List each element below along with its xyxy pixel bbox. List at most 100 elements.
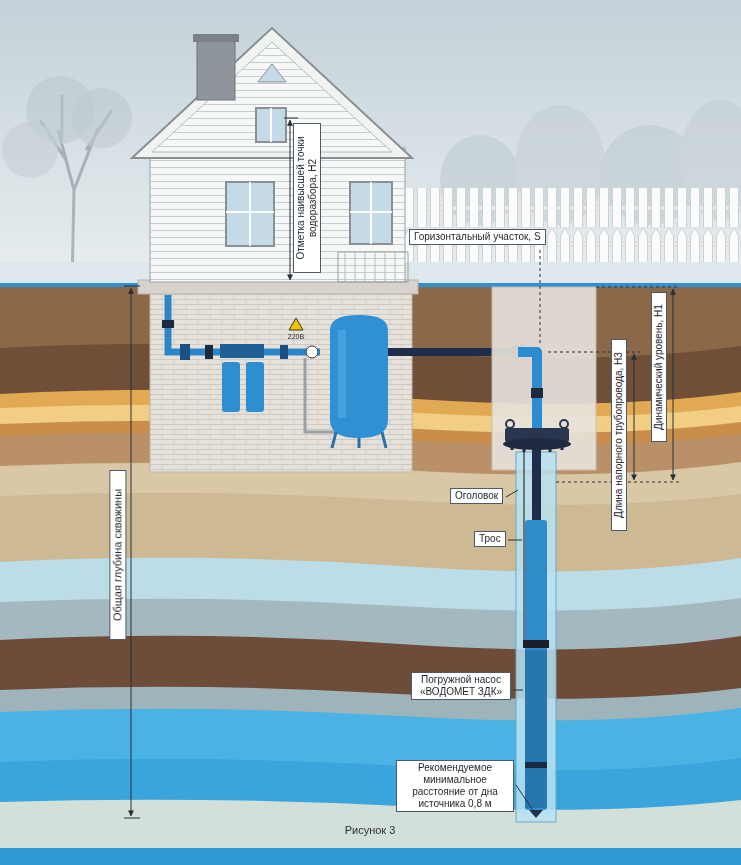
well-casing	[525, 762, 547, 768]
plumbing	[306, 346, 318, 358]
plumbing	[162, 320, 174, 328]
caisson-pit	[531, 388, 543, 398]
basement	[150, 292, 412, 472]
dimension-lines	[124, 118, 680, 818]
house	[193, 34, 239, 42]
leader-lines	[513, 690, 523, 691]
background-trees	[2, 76, 741, 286]
dimension-label: Общая глубина скважины	[109, 470, 126, 640]
house	[132, 28, 412, 158]
soil-layers	[0, 421, 741, 865]
well-casing	[529, 810, 543, 818]
figure-caption: Рисунок 3	[345, 824, 396, 837]
fence	[405, 188, 741, 264]
house	[350, 182, 392, 244]
well-casing	[532, 440, 541, 522]
soil-layers	[0, 800, 741, 865]
soil-layers	[0, 758, 741, 865]
house	[226, 182, 274, 246]
dimension-label: Отметка наивысшей точки водоразбора, H2	[293, 123, 321, 273]
well-casing	[525, 650, 547, 808]
background-trees	[2, 122, 58, 178]
plumbing	[280, 345, 288, 359]
soil-layers	[0, 405, 741, 865]
house	[226, 211, 274, 213]
soil-layers	[0, 285, 741, 865]
callout-text: Рекомендуемое минимальное расстояние от …	[401, 762, 509, 810]
dimension-lines	[290, 120, 291, 280]
callout-text: Трос	[479, 533, 501, 545]
house	[197, 38, 235, 100]
leader-lines	[506, 490, 518, 497]
well-casing	[523, 640, 549, 648]
well-casing	[523, 444, 524, 640]
house	[270, 108, 272, 142]
callout-text: Оголовок	[455, 490, 498, 502]
soil-layers	[0, 636, 741, 865]
plumbing	[205, 345, 213, 359]
house	[152, 42, 392, 152]
house	[132, 28, 412, 282]
plumbing	[222, 362, 240, 412]
caisson-pit	[492, 287, 596, 470]
soil-layers	[0, 462, 741, 865]
plumbing	[168, 295, 320, 352]
dimension-lines	[124, 286, 140, 287]
caisson-pit	[492, 287, 596, 470]
plumbing	[162, 295, 543, 448]
callout-text: Горизонтальный участок, S	[414, 231, 541, 243]
sky	[0, 0, 741, 292]
plumbing	[338, 330, 346, 418]
dimension-lines	[540, 250, 541, 344]
soil-layers	[0, 433, 741, 865]
leader-lines	[516, 785, 534, 812]
house	[338, 252, 408, 282]
leader-lines	[508, 540, 522, 541]
soil-layers	[0, 283, 741, 865]
plumbing	[180, 344, 190, 360]
callout-box: Трос	[474, 531, 506, 547]
house	[350, 211, 392, 213]
plumbing	[330, 315, 388, 438]
callout-box: Горизонтальный участок, S	[409, 229, 546, 245]
sky	[0, 0, 741, 292]
house	[256, 108, 286, 142]
soil-layers	[0, 708, 741, 865]
dimension-lines	[124, 818, 140, 819]
soil-layers	[0, 687, 741, 865]
well-head	[560, 420, 568, 428]
house	[249, 182, 251, 246]
dimension-lines	[284, 118, 298, 119]
plumbing	[332, 432, 386, 448]
house	[150, 148, 405, 282]
well-head	[506, 420, 514, 428]
dimension-lines	[634, 354, 635, 480]
plumbing	[246, 362, 264, 412]
callout-text: Погружной насос «ВОДОМЕТ ЗДК»	[416, 674, 506, 698]
well-head	[512, 442, 562, 452]
background-trees	[72, 88, 132, 148]
soil-layers	[0, 848, 741, 865]
plumbing	[220, 344, 264, 358]
fence	[405, 188, 741, 264]
well-casing	[525, 520, 547, 810]
house	[345, 252, 395, 282]
well-head	[503, 420, 571, 452]
dimension-lines	[131, 288, 132, 816]
dimension-lines	[673, 289, 674, 480]
callout-box: Оголовок	[450, 488, 503, 504]
plumbing	[289, 318, 303, 330]
dimension-lines	[596, 287, 680, 288]
dimension-label: Динамический уровень, H1	[651, 292, 667, 442]
dimension-label: Длина напорного трубопровода, H3	[611, 339, 627, 531]
callout-box: Погружной насос «ВОДОМЕТ ЗДК»	[411, 672, 511, 700]
callout-box: Рекомендуемое минимальное расстояние от …	[396, 760, 514, 812]
well-casing	[516, 440, 556, 822]
basement	[138, 280, 418, 472]
house	[258, 64, 286, 82]
voltage-label: 220В	[288, 333, 304, 341]
plumbing	[531, 388, 543, 398]
